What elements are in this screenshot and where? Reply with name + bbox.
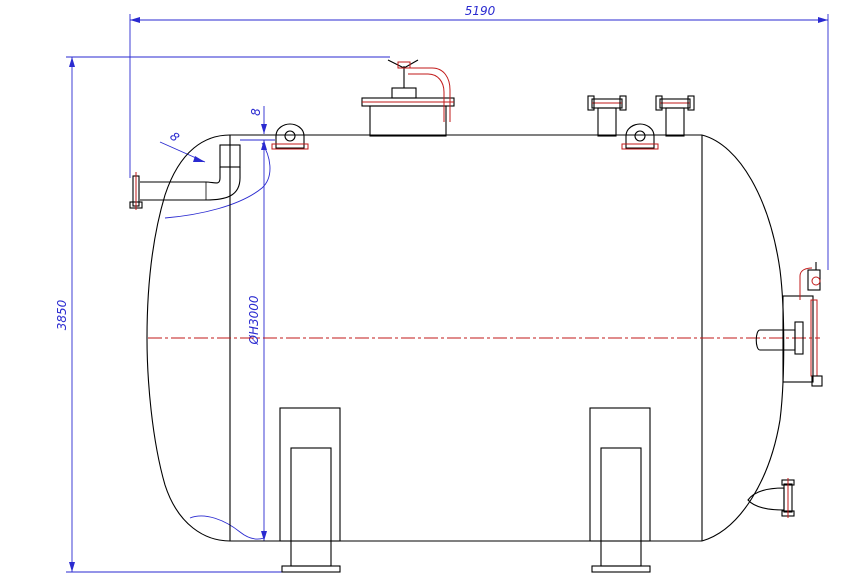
diameter-label: ØН3000 xyxy=(247,295,261,345)
right-side-nozzle xyxy=(755,262,823,387)
dimension-diameter: ØН3000 xyxy=(247,140,267,541)
lifting-lug-left xyxy=(271,123,309,150)
wall-thickness-label: 8 xyxy=(249,108,263,116)
section-break-bottom xyxy=(189,515,265,540)
dimension-head-thickness: 8 xyxy=(159,129,206,163)
dimension-wall-thickness: 8 xyxy=(240,106,275,141)
left-elbow-nozzle xyxy=(129,144,241,210)
bottom-drain-nozzle xyxy=(747,478,795,518)
saddle-support-left xyxy=(279,407,341,573)
overall-height-label: 3850 xyxy=(55,299,69,330)
manhole xyxy=(361,59,455,137)
top-nozzle-1 xyxy=(587,95,627,137)
dimension-overall-height: 3850 xyxy=(55,56,390,573)
dimension-overall-length: 5190 xyxy=(129,4,829,270)
overall-length-label: 5190 xyxy=(465,4,496,18)
lifting-lug-right xyxy=(621,123,659,150)
saddle-support-right xyxy=(589,407,651,573)
section-break-top xyxy=(164,142,271,219)
head-thickness-label: 8 xyxy=(167,129,182,145)
top-nozzle-2 xyxy=(655,95,695,137)
